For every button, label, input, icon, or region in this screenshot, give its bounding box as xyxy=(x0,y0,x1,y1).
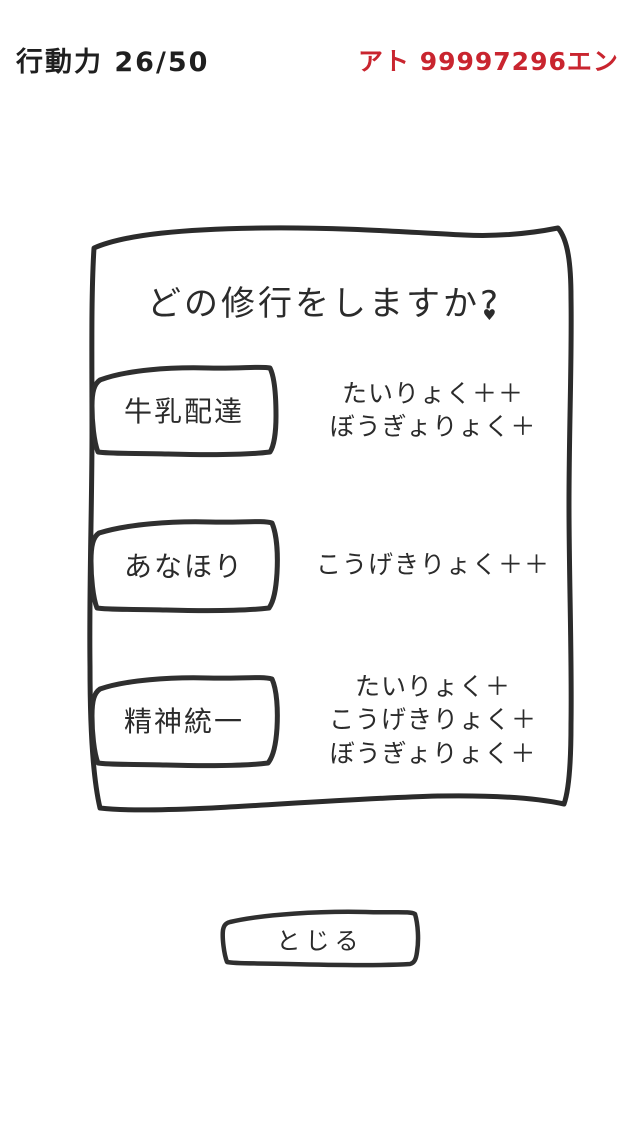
question-mark-glyph: ? xyxy=(479,284,502,324)
option-button-border xyxy=(88,519,280,614)
hud-bar: 行動力 26/50 アト 99997296エン xyxy=(0,0,640,96)
option-button-label: 精神統一 xyxy=(123,705,244,738)
effect-line: ぼうぎょりょく＋ xyxy=(329,738,537,768)
effect-line: こうげきりょく＋ xyxy=(328,705,537,735)
question-mark-heart-icon: ?♥ xyxy=(480,284,501,324)
option-button-label: 牛乳配達 xyxy=(123,395,244,428)
heart-glyph: ♥ xyxy=(482,306,500,324)
effect-line: たいりょく＋ xyxy=(354,671,511,701)
close-button-label: とじる xyxy=(276,926,364,955)
close-button-border xyxy=(220,909,421,968)
effect-line: こうげきりょく＋＋ xyxy=(315,550,550,580)
close-button[interactable]: とじる xyxy=(218,908,422,968)
training-option-effects: たいりょく＋＋ ぼうぎょりょく＋ xyxy=(282,377,582,444)
training-option-button-meditation[interactable]: 精神統一 xyxy=(86,670,282,770)
effect-line: たいりょく＋＋ xyxy=(341,378,524,408)
stamina-counter: 行動力 26/50 xyxy=(16,47,210,78)
training-option-effects: たいりょく＋ こうげきりょく＋ ぼうぎょりょく＋ xyxy=(282,670,582,771)
effect-line: ぼうぎょりょく＋ xyxy=(329,412,537,441)
training-option-row: 精神統一 たいりょく＋ こうげきりょく＋ ぼうぎょりょく＋ xyxy=(66,670,582,770)
option-button-label: あなほり xyxy=(123,550,244,583)
dialog-title: どの修行をしますか?♥ xyxy=(66,276,582,325)
training-option-row: あなほり こうげきりょく＋＋ xyxy=(66,515,582,615)
option-button-border xyxy=(89,364,279,458)
dialog-title-text: どの修行をしますか xyxy=(146,284,480,324)
option-button-border xyxy=(89,675,280,769)
training-option-effects: こうげきりょく＋＋ xyxy=(282,548,582,582)
training-option-row: 牛乳配達 たいりょく＋＋ ぼうぎょりょく＋ xyxy=(66,360,582,460)
training-选择-dialog: どの修行をしますか?♥ 牛乳配達 たいりょく＋＋ ぼうぎょりょく＋ あなほり こ… xyxy=(66,218,582,822)
training-option-button-milk-delivery[interactable]: 牛乳配達 xyxy=(86,360,282,460)
training-option-button-hole-digging[interactable]: あなほり xyxy=(86,515,282,615)
money-counter: アト 99997296エン xyxy=(358,47,619,76)
